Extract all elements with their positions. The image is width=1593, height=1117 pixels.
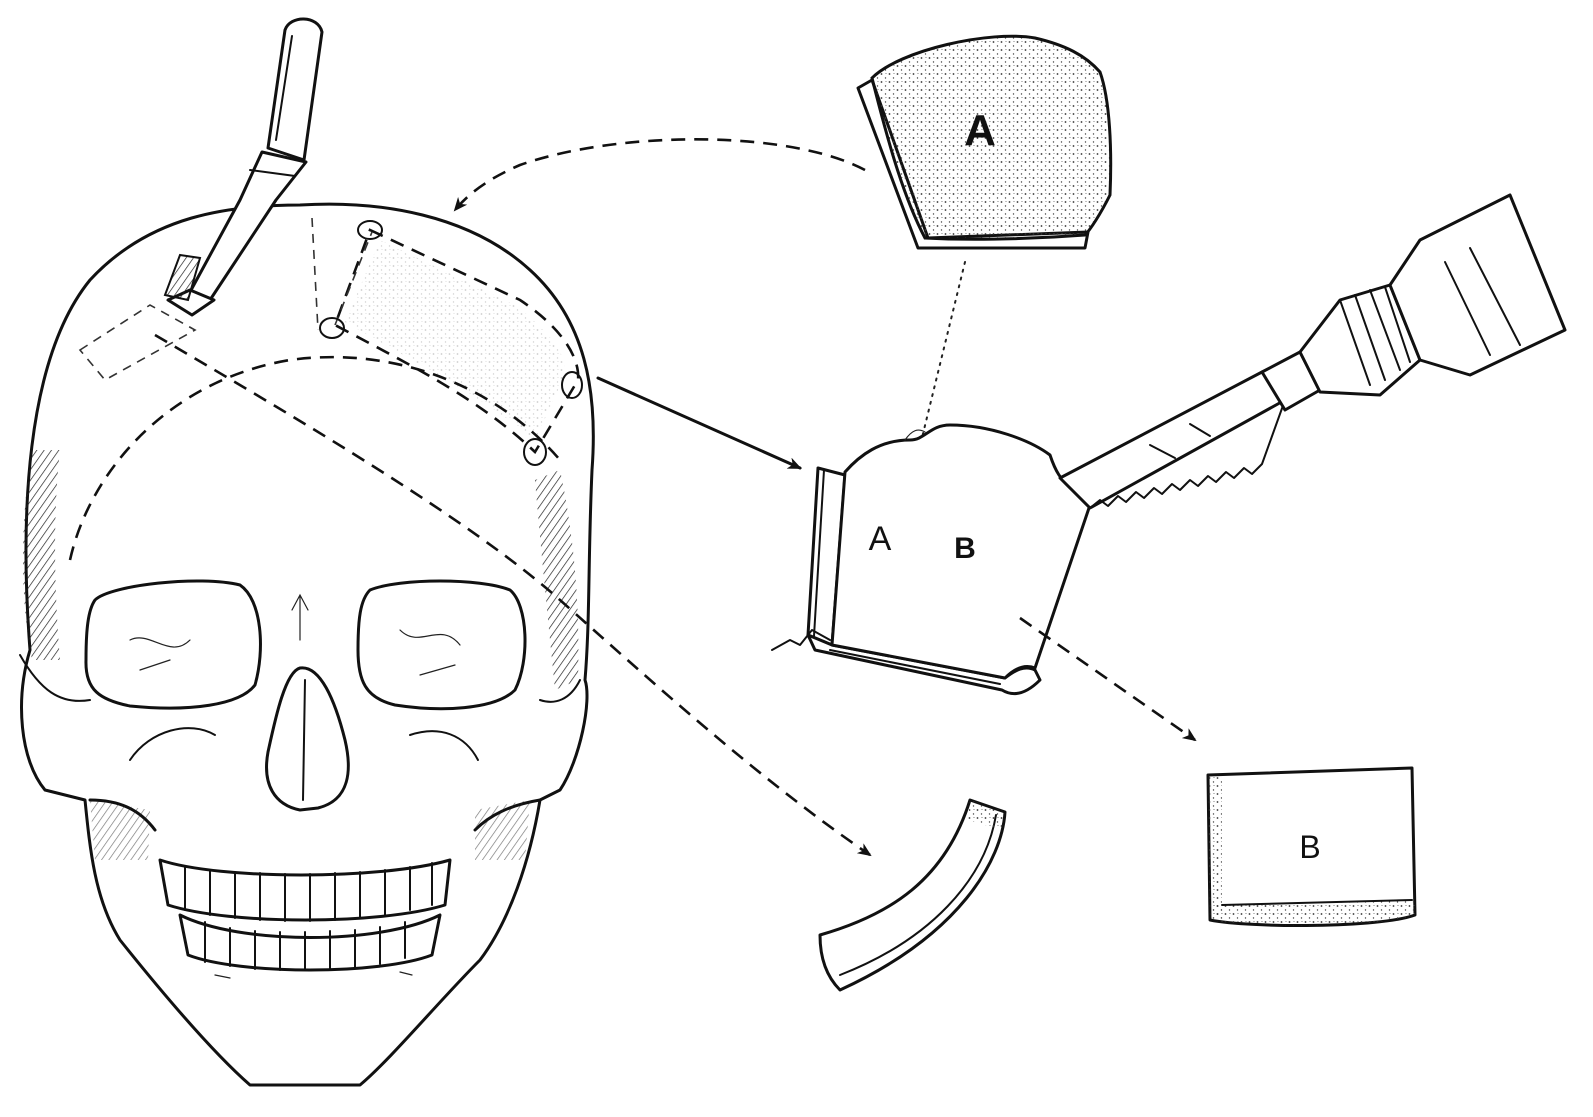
maxilla-line (90, 800, 540, 830)
curved-bone-strip (820, 800, 1005, 990)
graft-a: A (858, 36, 1111, 248)
block-label-a: A (869, 520, 892, 558)
nasal-septum (303, 680, 305, 800)
left-temple-shading (23, 450, 60, 660)
graft-b-label: B (1299, 829, 1320, 865)
right-temple-shading (535, 470, 578, 690)
graft-a-label: A (964, 106, 996, 155)
nasal-cavity (267, 668, 349, 810)
burr-hole-3 (562, 372, 582, 398)
left-ramus-shading (90, 800, 150, 860)
mandible-marks (215, 972, 412, 978)
zygomatic-line (20, 655, 580, 702)
right-cheek-contour (410, 731, 478, 760)
saw-blade (1060, 372, 1285, 508)
strip-body (820, 800, 1005, 990)
graft-b: B (1208, 768, 1415, 925)
solid-arrow (598, 378, 800, 468)
block-label-b: B (954, 532, 976, 565)
graft-b-left-edge (1208, 775, 1222, 920)
skull-illustration (20, 204, 593, 1085)
right-eye-socket (358, 581, 525, 709)
dashed-arrow-to-b (1020, 618, 1195, 740)
elevator-entry-outline (80, 305, 195, 380)
glabella-mark (292, 595, 308, 640)
bone-block: A B (772, 425, 1090, 694)
dashed-arrow-icon (455, 139, 865, 210)
bone-saw-icon (1060, 195, 1565, 508)
right-ramus-shading (475, 800, 530, 860)
periosteal-elevator-icon (165, 19, 322, 315)
left-eye-socket (86, 581, 261, 708)
saw-handpiece (1390, 195, 1565, 375)
eye-socket-texture (130, 630, 460, 675)
left-cheek-contour (130, 728, 215, 760)
teeth (160, 860, 450, 970)
